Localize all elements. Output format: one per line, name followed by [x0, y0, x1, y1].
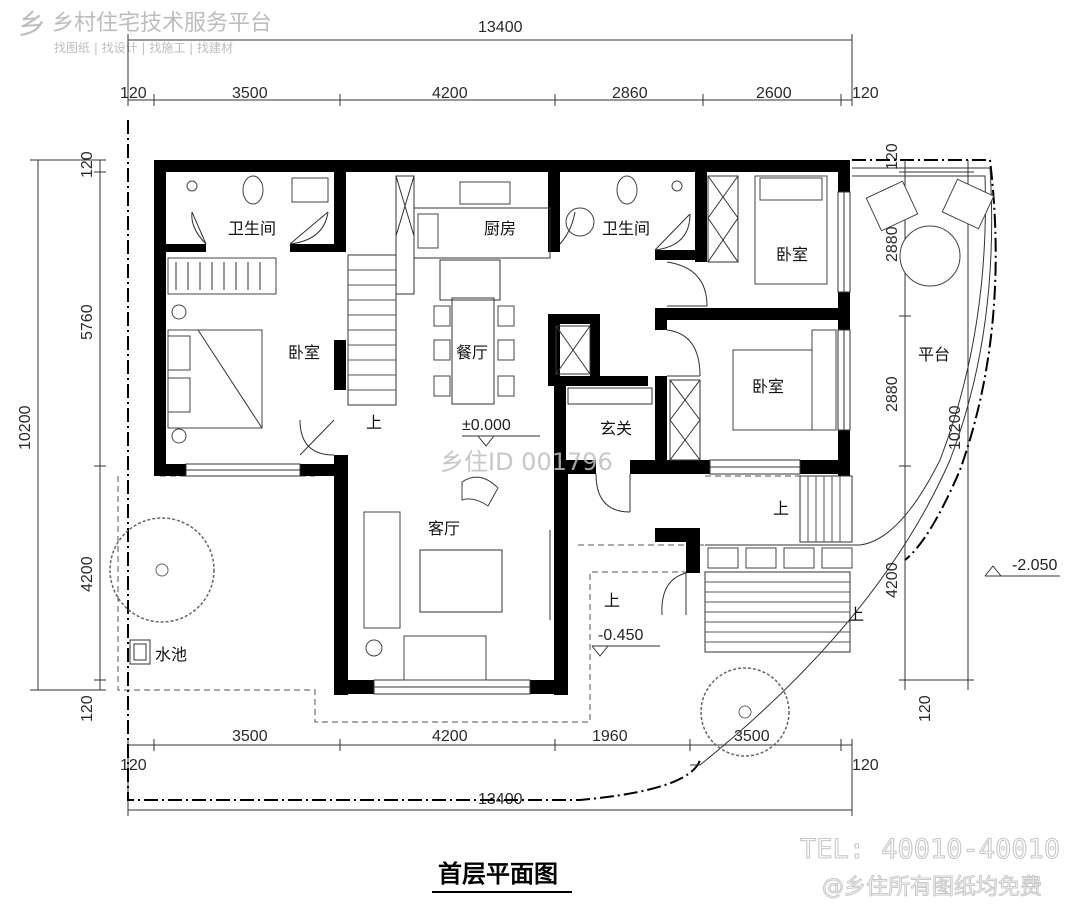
left-dimensions: 10200 120 5760 4200 120: [17, 151, 106, 722]
contact-tel: TEL: 40010-40010: [800, 834, 1060, 865]
walls: [154, 160, 850, 695]
room-bath-right: 卫生间: [602, 219, 650, 238]
room-foyer: 玄关: [600, 419, 632, 438]
level-markers: ±0.000 -0.450 -2.050: [462, 417, 1060, 657]
room-kitchen: 厨房: [484, 219, 516, 238]
level-main: ±0.000: [462, 417, 511, 434]
room-bath-left: 卫生间: [228, 219, 276, 238]
dim-top-seg-3: 4200: [432, 85, 468, 102]
kitchen-fixtures: [395, 175, 551, 301]
brand-logo-mark: 乡: [18, 8, 46, 41]
dim-left-total: 10200: [17, 405, 34, 450]
stair-up-label: 上: [366, 413, 382, 432]
dim-bottom-seg-5: 3500: [734, 728, 770, 745]
dim-right-total: 10200: [947, 405, 964, 450]
right-fixtures: [555, 175, 837, 461]
dim-bottom-seg-6: 120: [852, 757, 879, 774]
exterior-stairs: 上 上 上: [604, 475, 864, 653]
dim-top-seg-6: 120: [852, 85, 879, 102]
room-bedroom-mid-right: 卧室: [752, 377, 784, 396]
center-watermark-id: 乡住ID 001796: [440, 448, 613, 476]
room-terrace: 平台: [918, 345, 950, 364]
contact-copyright: @乡住所有图纸均免费: [822, 875, 1042, 900]
dim-top-seg-2: 3500: [232, 85, 268, 102]
watermark-header: 乡 乡村住宅技术服务平台 找图纸 | 找设计 | 找施工 | 找建材: [18, 8, 272, 55]
dim-right-seg-3: 2880: [884, 376, 901, 412]
windows: [185, 191, 851, 695]
dim-top-seg-1: 120: [120, 85, 147, 102]
site-boundary: [127, 120, 997, 801]
outdoor-stair-up-label-1: 上: [773, 499, 789, 518]
outdoor-stair-up-label-2: 上: [848, 605, 864, 624]
left-bath-fixtures: [186, 175, 329, 205]
terrace-furniture: [865, 178, 995, 287]
brand-tagline: 找图纸 | 找设计 | 找施工 | 找建材: [54, 41, 233, 55]
dim-right-seg-1: 120: [884, 143, 901, 170]
dim-bottom-seg-1: 120: [120, 757, 147, 774]
dim-left-seg-2: 5760: [79, 304, 96, 340]
right-dimensions: 120 2880 2880 4200 120 10200: [884, 143, 974, 722]
room-living: 客厅: [428, 519, 460, 538]
room-pool: 水池: [155, 645, 187, 664]
doors: [191, 211, 708, 616]
dim-bottom-seg-4: 1960: [592, 728, 628, 745]
left-bedroom-furniture: [167, 257, 277, 444]
dim-left-seg-3: 4200: [79, 556, 96, 592]
interior-stair: 上: [347, 254, 397, 432]
landscaping: [109, 517, 790, 757]
dining-table: [433, 297, 515, 405]
dim-bottom-total: 13400: [478, 791, 523, 808]
level-entry: -0.450: [598, 627, 643, 644]
living-furniture: [363, 476, 551, 681]
room-labels: 卫生间 厨房 卫生间 卧室 卧室 餐厅 平台 卧室 玄关 客厅 水池: [155, 219, 950, 664]
dim-bottom-seg-3: 4200: [432, 728, 468, 745]
plan-title: 首层平面图: [438, 860, 558, 888]
terrace-outline: [690, 167, 993, 766]
dim-right-seg-5: 120: [917, 695, 934, 722]
dim-top-total: 13400: [478, 19, 523, 36]
dim-bottom-seg-2: 3500: [232, 728, 268, 745]
room-bedroom-left: 卧室: [288, 343, 320, 362]
top-dimensions: 13400 120 3500 4200 2860 2600 120: [120, 19, 879, 106]
dim-left-seg-1: 120: [79, 151, 96, 178]
plan-title-block: 首层平面图: [432, 860, 572, 893]
brand-name: 乡村住宅技术服务平台: [52, 11, 272, 36]
dim-right-seg-4: 4200: [884, 562, 901, 598]
dim-right-seg-2: 2880: [884, 226, 901, 262]
dim-top-seg-5: 2600: [756, 85, 792, 102]
entry-step-up-label: 上: [604, 591, 620, 610]
level-outside: -2.050: [1012, 557, 1057, 574]
dim-top-seg-4: 2860: [612, 85, 648, 102]
room-bedroom-top-right: 卧室: [776, 245, 808, 264]
dim-left-seg-4: 120: [79, 695, 96, 722]
bottom-dimensions: 120 3500 4200 1960 3500 120 13400: [120, 728, 879, 816]
room-dining: 餐厅: [456, 343, 488, 362]
